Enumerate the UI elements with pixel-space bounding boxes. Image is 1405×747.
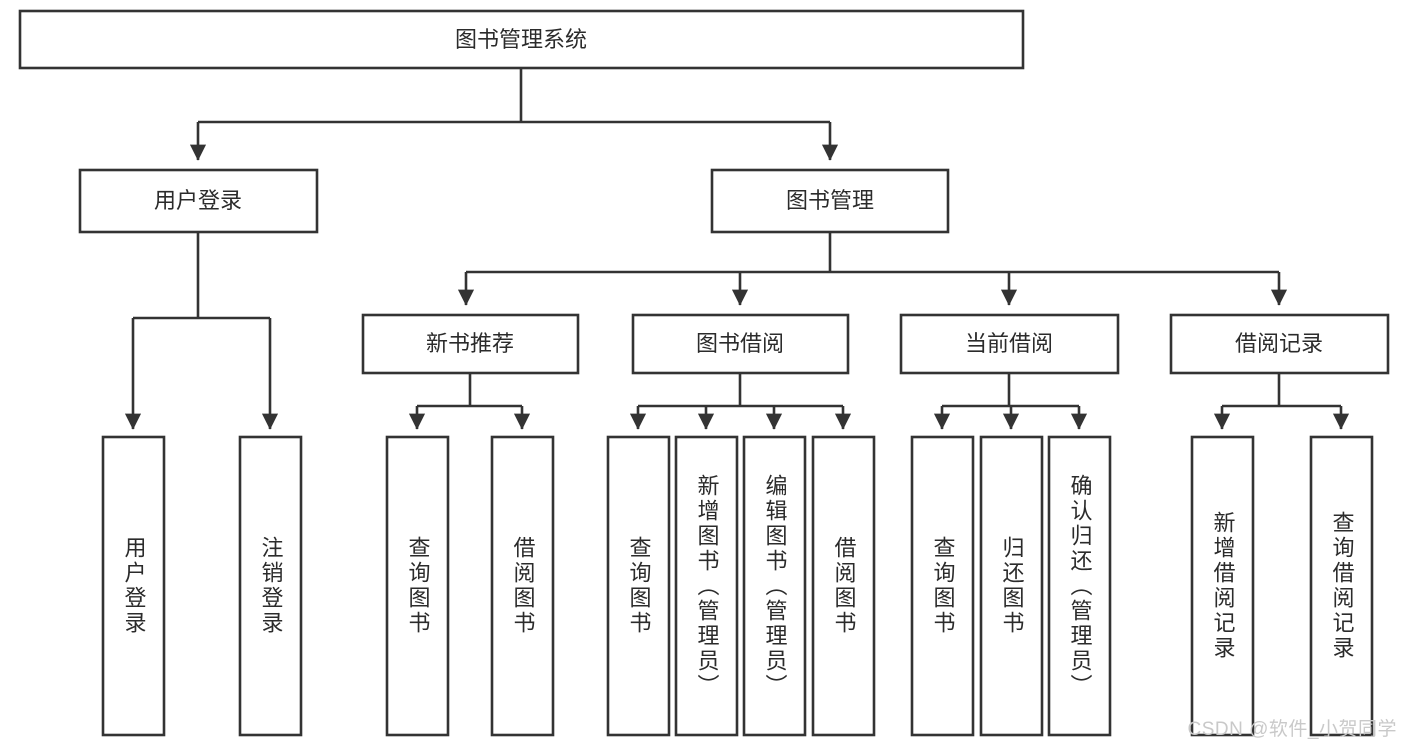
leaf-label-query-borrow-record: 查询借阅记录 xyxy=(1329,511,1355,661)
leaf-label-add-book: 新增图书（管理员） xyxy=(694,473,720,699)
leaf-label-confirm-return: 确认归还（管理员） xyxy=(1067,473,1093,699)
leaf-label-logout: 注销登录 xyxy=(258,536,284,636)
node-book-management-label: 图书管理 xyxy=(786,188,874,213)
leaf-label-borrow-book-2: 借阅图书 xyxy=(831,536,857,636)
node-book-management[interactable] xyxy=(710,168,950,234)
node-new-book-recommend-label: 新书推荐 xyxy=(426,331,514,356)
leaf-box-add-borrow-record[interactable] xyxy=(1190,435,1255,737)
leaf-box-borrow-book-1[interactable] xyxy=(490,435,555,737)
node-current-borrow[interactable] xyxy=(899,313,1120,375)
leaf-box-confirm-return[interactable] xyxy=(1047,435,1112,737)
leaf-box-add-book[interactable] xyxy=(674,435,739,737)
connector-bookborrow-to-leaves xyxy=(629,373,852,430)
leaf-label-borrow-book-1: 借阅图书 xyxy=(510,536,536,636)
leaf-box-query-book-3[interactable] xyxy=(910,435,975,737)
leaf-box-edit-book[interactable] xyxy=(742,435,807,737)
node-borrow-record[interactable] xyxy=(1169,313,1390,375)
connector-currentborrow-to-leaves xyxy=(933,373,1088,430)
connector-newbook-to-leaves xyxy=(408,373,531,430)
leaf-label-edit-book: 编辑图书（管理员） xyxy=(762,473,788,699)
connector-userlogin-to-leaves xyxy=(124,232,279,430)
watermark-text: CSDN @软件_小贺同学 xyxy=(1187,719,1397,740)
connector-root-to-level2 xyxy=(189,68,839,161)
leaf-box-user-login[interactable] xyxy=(101,435,166,737)
leaf-box-query-book-2[interactable] xyxy=(606,435,671,737)
node-book-borrow[interactable] xyxy=(631,313,850,375)
node-borrow-record-label: 借阅记录 xyxy=(1235,331,1323,356)
leaf-label-add-borrow-record: 新增借阅记录 xyxy=(1210,511,1236,661)
node-user-login[interactable] xyxy=(78,168,319,234)
leaf-label-query-book-2: 查询图书 xyxy=(626,536,652,636)
leaf-box-return-book[interactable] xyxy=(979,435,1044,737)
leaf-box-query-borrow-record[interactable] xyxy=(1309,435,1374,737)
node-root-label: 图书管理系统 xyxy=(455,27,587,52)
leaf-box-query-book-1[interactable] xyxy=(385,435,450,737)
leaf-label-query-book-3: 查询图书 xyxy=(930,536,956,636)
connector-borrowrecord-to-leaves xyxy=(1213,373,1350,430)
leaf-label-return-book: 归还图书 xyxy=(999,536,1025,636)
node-user-login-label: 用户登录 xyxy=(154,188,242,213)
node-book-borrow-label: 图书借阅 xyxy=(696,331,784,356)
leaf-box-borrow-book-2[interactable] xyxy=(811,435,876,737)
connector-bookmgmt-to-level3 xyxy=(457,232,1288,306)
leaf-label-user-login: 用户登录 xyxy=(121,536,147,636)
leaf-box-logout[interactable] xyxy=(238,435,303,737)
node-current-borrow-label: 当前借阅 xyxy=(965,331,1053,356)
node-new-book-recommend[interactable] xyxy=(361,313,580,375)
leaf-label-query-book-1: 查询图书 xyxy=(405,536,431,636)
node-root[interactable] xyxy=(18,9,1025,70)
